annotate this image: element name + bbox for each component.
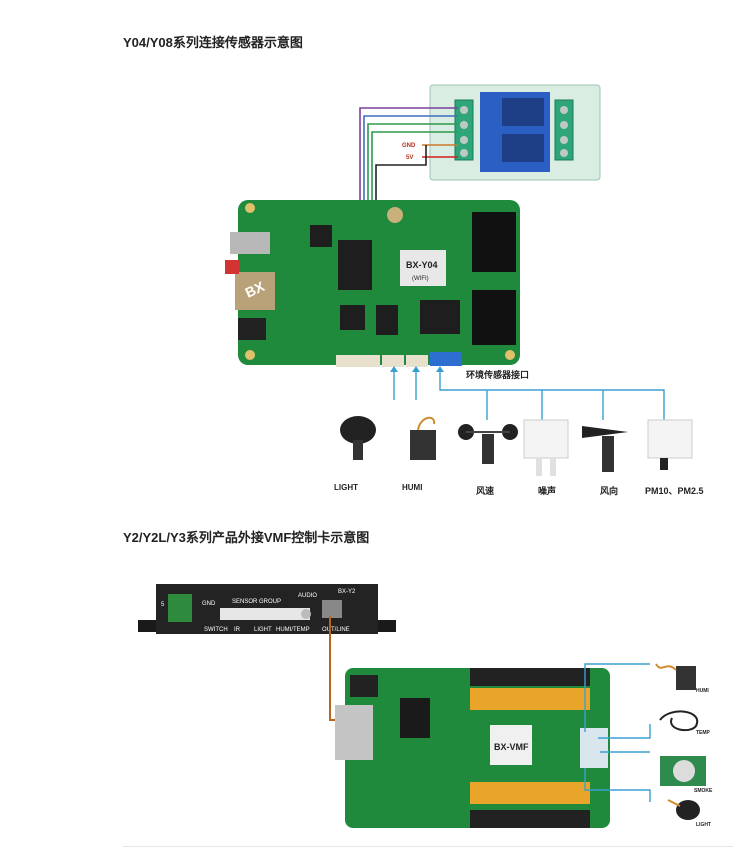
controller-board-y04 — [225, 200, 520, 367]
vmf-sensor-label-temp: TEMP — [696, 730, 711, 736]
vmf-smoke-sensor-image — [660, 756, 706, 786]
board-logo: BX — [243, 278, 268, 301]
light-sensor-image — [340, 416, 376, 460]
box-top-model: BX-Y2 — [338, 589, 356, 595]
box-top-sensor-group: SENSOR GROUP — [232, 599, 281, 605]
pm-sensor-image — [647, 419, 693, 470]
sensor-arrows — [390, 366, 444, 372]
vmf-humi-sensor-image — [655, 663, 696, 690]
sensor-label-wind-direction: 风向 — [600, 485, 618, 496]
vmf-board-model: BX-VMF — [494, 742, 529, 752]
section1-title: Y04/Y08系列连接传感器示意图 — [123, 35, 303, 50]
relay-module — [429, 84, 601, 181]
gnd-label: GND — [402, 143, 416, 149]
board-model-label: BX-Y04 — [406, 260, 438, 270]
board-sub-label: (WIFI) — [412, 276, 429, 282]
box-bottom-ir: IR — [234, 627, 241, 633]
vmf-temp-sensor-image — [659, 710, 699, 732]
noise-sensor-image — [523, 419, 569, 476]
box-bottom-switch: SWITCH — [204, 627, 228, 633]
vmf-board — [335, 668, 610, 828]
v5-label: 5V — [406, 155, 413, 161]
box-bottom-out-line: OUT/LINE — [322, 627, 350, 633]
humi-sensor-image — [410, 416, 436, 460]
interface-label: 环境传感器接口 — [466, 369, 529, 380]
sensor-label-wind-speed: 风速 — [476, 485, 494, 496]
wind-speed-sensor-image — [458, 424, 518, 464]
wind-direction-sensor-image — [582, 426, 628, 472]
vmf-sensor-label-light: LIGHT — [696, 822, 711, 828]
vmf-sensor-links — [584, 663, 651, 802]
vmf-light-sensor-image — [667, 799, 700, 820]
vmf-connection-diagram: 5 GND SENSOR GROUP AUDIO BX-Y2 SWITCH IR… — [138, 584, 713, 828]
sensor-connection-diagram-1: GND 5V BX BX-Y04 (WIFI) 环境传感器 — [225, 84, 704, 496]
box-side-label: 5 — [161, 602, 165, 608]
box-bottom-humi-temp: HUMI/TEMP — [276, 627, 310, 633]
box-bottom-light: LIGHT — [254, 627, 272, 633]
y2-controller-box — [138, 584, 396, 634]
box-top-audio: AUDIO — [298, 593, 317, 599]
bottom-divider — [123, 846, 733, 847]
sensor-label-noise: 噪声 — [538, 485, 556, 496]
sensor-label-light: LIGHT — [334, 483, 358, 492]
sensor-links — [393, 368, 665, 420]
vmf-sensor-label-smoke: SMOKE — [694, 788, 713, 794]
box-top-gnd: GND — [202, 601, 216, 607]
vmf-sensor-label-humi: HUMI — [696, 688, 709, 694]
section2-title: Y2/Y2L/Y3系列产品外接VMF控制卡示意图 — [123, 530, 370, 545]
sensor-label-pm: PM10、PM2.5 — [645, 486, 704, 496]
sensor-label-humi: HUMI — [402, 483, 422, 492]
